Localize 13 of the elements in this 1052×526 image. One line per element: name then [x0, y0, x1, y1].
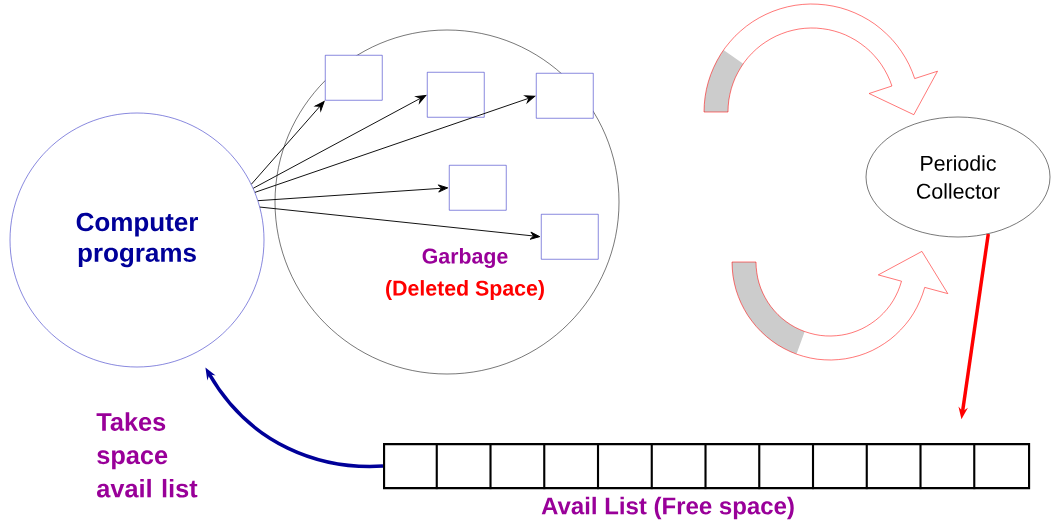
- arrow: [252, 94, 427, 189]
- memory-box: [541, 214, 599, 260]
- note-text: Takes space avail list: [96, 412, 198, 498]
- memory-box: [536, 73, 594, 119]
- memory-box: [449, 165, 507, 211]
- arrow: [254, 95, 536, 193]
- memory-box: [325, 55, 383, 101]
- avail-list-bar: Avail List (Free space): [383, 443, 1031, 520]
- arrow: [257, 184, 449, 202]
- node-label: Avail List (Free space): [541, 496, 794, 520]
- arrow: [250, 101, 325, 185]
- memory-box: [427, 72, 485, 118]
- arrow: [259, 206, 541, 240]
